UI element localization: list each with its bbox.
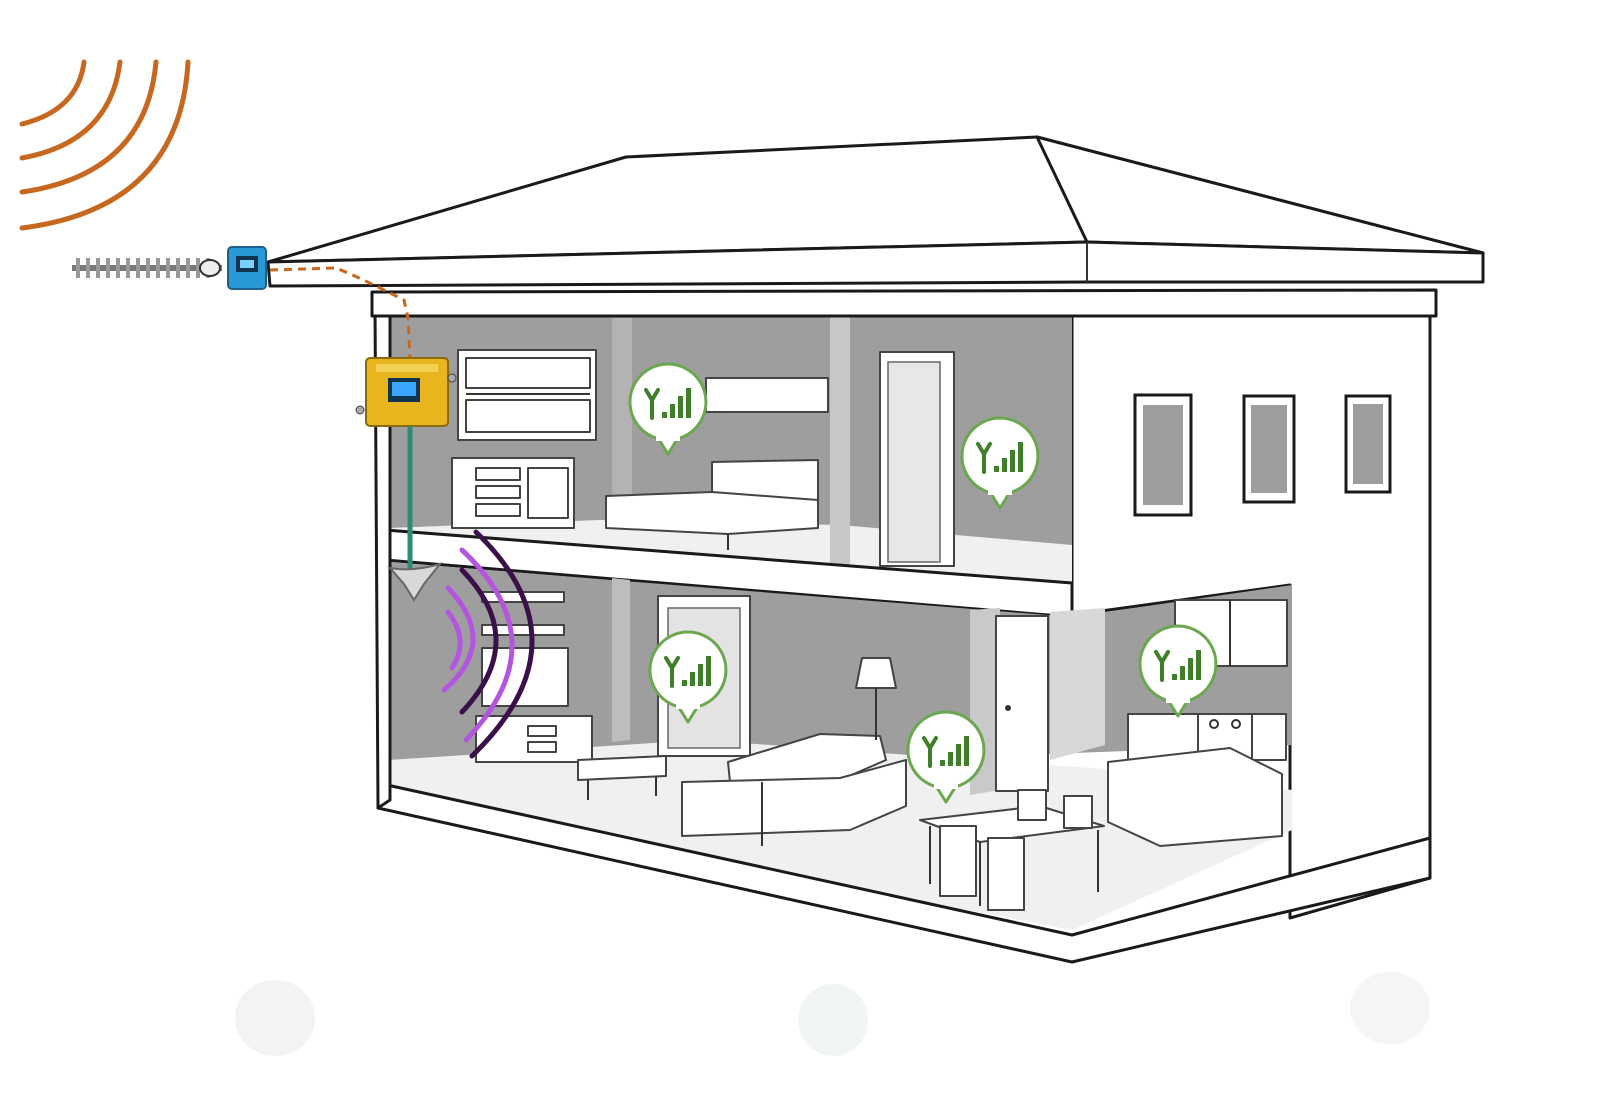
indoor-signal-waves	[441, 529, 535, 759]
outdoor-signal-waves	[19, 59, 191, 231]
repeater-booster-icon	[355, 357, 457, 427]
ceiling-antenna-icon	[387, 562, 443, 602]
upstairs-furniture	[451, 349, 955, 567]
yagi-antenna-icon	[72, 258, 222, 278]
feed-cable	[269, 266, 412, 361]
roof	[266, 135, 1485, 288]
exterior-windows	[1133, 393, 1392, 517]
floor-shadows	[235, 972, 1430, 1056]
rooftop-antenna-box	[227, 246, 267, 290]
